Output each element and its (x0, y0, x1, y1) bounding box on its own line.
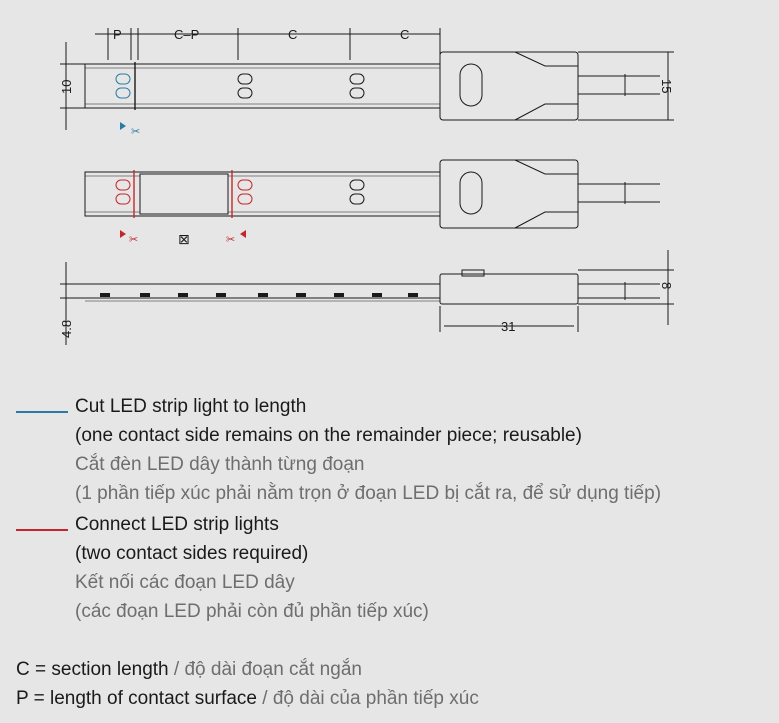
definition-p: P = length of contact surface / độ dài c… (16, 686, 479, 712)
definition-c-en: C = section length (16, 659, 169, 680)
dim-strip-height-label: 10 (59, 80, 74, 94)
cut-note: (one contact side remains on the remaind… (75, 425, 582, 446)
cut-legend-line (16, 411, 68, 413)
connect-title-vi: Kết nối các đoạn LED dây (75, 572, 295, 593)
definition-c-vi: độ dài đoạn cắt ngắn (184, 659, 362, 680)
definition-separator: / (168, 659, 185, 680)
svg-text:⊠: ⊠ (178, 232, 190, 248)
dim-c-label-2: C (400, 27, 409, 42)
cut-title-vi: Cắt đèn LED dây thành từng đoạn (75, 454, 365, 475)
cut-marker: ✂ (120, 122, 140, 138)
dim-p-label: P (113, 27, 122, 42)
definition-p-vi: độ dài của phần tiếp xúc (272, 688, 479, 709)
dim-c-label-1: C (288, 27, 297, 42)
definition-c: C = section length / độ dài đoạn cắt ngắ… (16, 657, 362, 683)
connect-markers: ✂ ✂ ⊠ (120, 230, 246, 248)
connect-note-vi: (các đoạn LED phải còn đủ phần tiếp xúc) (75, 601, 429, 622)
connect-legend-line (16, 529, 68, 531)
cut-note-vi: (1 phần tiếp xúc phải nằm trọn ở đoạn LE… (75, 483, 662, 504)
dim-strip-thickness-label: 4.8 (59, 320, 74, 338)
svg-text:✂: ✂ (226, 233, 235, 246)
svg-text:✂: ✂ (131, 126, 140, 138)
cut-title: Cut LED strip light to length (75, 396, 307, 417)
dim-connector-length-label: 31 (501, 319, 515, 334)
dim-c-minus-p-label: C–P (174, 27, 199, 42)
svg-text:✂: ✂ (129, 233, 138, 246)
side-view (60, 250, 674, 345)
connect-title: Connect LED strip lights (75, 514, 279, 535)
top-view-cut (60, 28, 674, 130)
connect-note: (two contact sides required) (75, 543, 309, 564)
led-strip-technical-drawing: ✂ ✂ ✂ ⊠ (59, 27, 674, 345)
definition-p-en: P = length of contact surface (16, 688, 257, 709)
definition-separator: / (257, 688, 273, 709)
dim-connector-thickness-label: 8 (659, 282, 674, 289)
top-view-connect (84, 159, 660, 229)
dim-connector-height-label: 15 (659, 79, 674, 93)
